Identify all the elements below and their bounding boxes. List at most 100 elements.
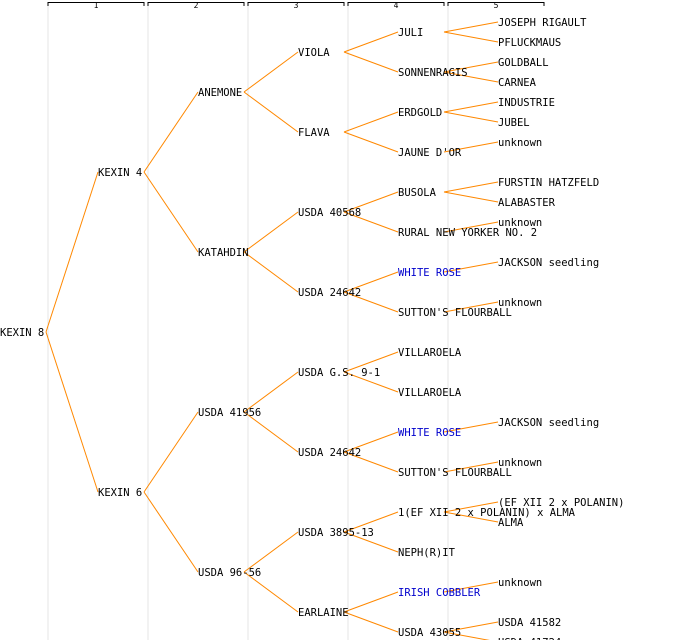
connector-line — [443, 191, 499, 203]
connector-line — [443, 61, 499, 73]
connector-line — [243, 571, 299, 613]
node-usda-24642: USDA 24642 — [298, 287, 361, 299]
node-jubel: JUBEL — [498, 117, 530, 129]
connector-line — [443, 501, 499, 513]
connector-line — [45, 171, 99, 333]
generation-label: 3 — [294, 1, 299, 10]
generation-label: 5 — [494, 1, 499, 10]
connector-line — [443, 181, 499, 193]
connector-line — [343, 371, 399, 393]
node-industrie: INDUSTRIE — [498, 97, 555, 109]
connector-line — [443, 581, 499, 593]
node-usda-24642: USDA 24642 — [298, 447, 361, 459]
node-anemone: ANEMONE — [198, 87, 242, 99]
generation-bracket — [447, 2, 545, 6]
connector-line — [243, 211, 299, 253]
connector-line — [243, 51, 299, 93]
connector-line — [343, 191, 399, 213]
node-usda-41956: USDA 41956 — [198, 407, 261, 419]
connector-line — [343, 111, 399, 133]
node-jaune-d-or: JAUNE D'OR — [398, 147, 462, 159]
connector-line — [443, 261, 499, 273]
node-usda-40568: USDA 40568 — [298, 207, 361, 219]
connector-line — [443, 221, 499, 233]
node-villaroela: VILLAROELA — [398, 387, 462, 399]
node-flava: FLAVA — [298, 127, 330, 139]
connector-line — [343, 271, 399, 293]
connector-line — [343, 511, 399, 533]
node-labels: KEXIN 8 KEXIN 4 ANEMONE VIOLA JULI JOSEPH RIG… — [0, 17, 624, 640]
connector-line — [443, 631, 490, 640]
node-sonnenragis: SONNENRAGIS — [398, 67, 468, 79]
connector-line — [243, 411, 299, 453]
connector-line — [243, 371, 299, 413]
connector-lines — [45, 21, 499, 640]
node-villaroela: VILLAROELA — [398, 347, 462, 359]
connector-line — [143, 171, 199, 253]
node-irish-cobbler[interactable]: IRISH COBBLER — [398, 587, 481, 599]
node-unknown: unknown — [498, 217, 542, 229]
node-neph-r-it: NEPH(R)IT — [398, 547, 456, 559]
connector-line — [45, 331, 99, 493]
node-pfluckmaus: PFLUCKMAUS — [498, 37, 561, 49]
connector-line — [343, 31, 399, 53]
node-alabaster: ALABASTER — [498, 197, 556, 209]
connector-line — [343, 51, 399, 73]
connector-line — [443, 111, 499, 123]
connector-line — [343, 591, 399, 613]
node-unknown: unknown — [498, 577, 542, 589]
connector-line — [443, 461, 499, 473]
node-unknown: unknown — [498, 457, 542, 469]
node-usda-3895-13: USDA 3895-13 — [298, 527, 374, 539]
connector-line — [243, 531, 299, 573]
connector-line — [243, 91, 299, 133]
node-usda-g-s-9-1: USDA G.S. 9-1 — [298, 367, 380, 379]
node-usda-43055: USDA 43055 — [398, 627, 461, 639]
generation-label: 1 — [94, 1, 99, 10]
connector-line — [143, 491, 199, 573]
generation-headers: 1 2 3 4 5 — [47, 1, 545, 640]
node-unknown: unknown — [498, 137, 542, 149]
connector-line — [443, 31, 499, 43]
node-erdgold: ERDGOLD — [398, 107, 442, 119]
connector-line — [443, 511, 499, 523]
node-sutton-s-flourball: SUTTON'S FLOURBALL — [398, 467, 512, 479]
connector-line — [343, 131, 399, 153]
node-white-rose[interactable]: WHITE ROSE — [398, 267, 461, 279]
node-1-ef-xii-2-x-polanin-x-alma: 1(EF XII 2 x POLANIN) x ALMA — [398, 507, 576, 519]
node-joseph-rigault: JOSEPH RIGAULT — [498, 17, 587, 29]
node-unknown: unknown — [498, 297, 542, 309]
connector-line — [343, 211, 399, 233]
node-usda-96-56: USDA 96-56 — [198, 567, 261, 579]
connector-line — [443, 301, 499, 313]
connector-line — [143, 411, 199, 493]
node-alma: ALMA — [498, 517, 524, 529]
generation-label: 4 — [394, 1, 399, 10]
node-sutton-s-flourball: SUTTON'S FLOURBALL — [398, 307, 512, 319]
generation-bracket — [247, 2, 345, 6]
node-juli: JULI — [398, 27, 423, 39]
node-kexin-4: KEXIN 4 — [98, 167, 142, 179]
node-ef-xii-2-x-polanin: (EF XII 2 x POLANIN) — [498, 497, 624, 509]
node-white-rose[interactable]: WHITE ROSE — [398, 427, 461, 439]
connector-line — [343, 611, 399, 633]
connector-line — [443, 621, 499, 633]
node-viola: VIOLA — [298, 47, 330, 59]
connector-line — [443, 71, 499, 83]
node-furstin-hatzfeld: FURSTIN HATZFELD — [498, 177, 599, 189]
node-carnea: CARNEA — [498, 77, 537, 89]
generation-label: 2 — [194, 1, 199, 10]
connector-line — [243, 251, 299, 293]
generation-bracket — [147, 2, 245, 6]
node-kexin-8: KEXIN 8 — [0, 327, 44, 339]
connector-line — [443, 101, 499, 113]
connector-line — [143, 91, 199, 173]
generation-bracket — [47, 2, 145, 6]
connector-line — [443, 21, 499, 33]
node-usda-41724: USDA 41724 — [498, 637, 561, 640]
node-jackson-seedling: JACKSON seedling — [498, 417, 599, 429]
connector-line — [443, 421, 499, 433]
connector-line — [343, 351, 399, 373]
